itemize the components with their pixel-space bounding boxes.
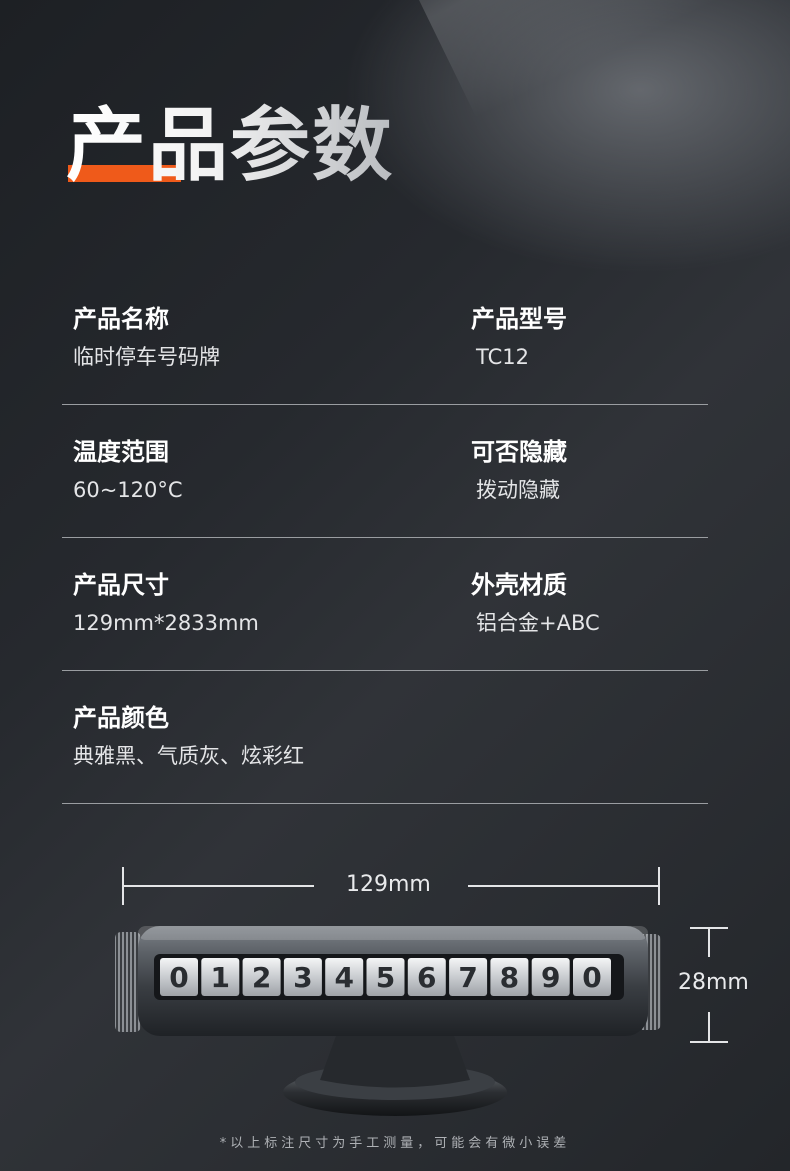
digit-label: 6 [417,961,436,994]
spec-value: TC12 [476,345,529,369]
spec-label: 产品尺寸 [73,571,169,599]
spec-row: 产品名称 临时停车号码牌 产品型号 TC12 [62,272,708,405]
digit-tile [283,958,322,996]
width-dimension-line-right [468,885,660,887]
height-dimension-line-top [708,927,710,957]
spec-cell-hideable: 可否隐藏 拨动隐藏 [471,437,567,504]
digit-tile [573,958,611,996]
left-knurled-cap [115,932,141,1032]
digit-tile [531,958,570,996]
plate-highlight [138,926,648,940]
digit-label: 5 [376,961,395,994]
spec-label: 外壳材质 [471,571,567,599]
spec-row: 产品尺寸 129mm*2833mm 外壳材质 铝合金+ABC [62,538,708,671]
spec-row: 产品颜色 典雅黑、气质灰、炫彩红 [62,671,708,804]
spec-label: 产品名称 [73,305,169,333]
height-dimension-label: 28mm [678,970,749,995]
title-accent-bar [68,165,181,182]
spec-cell-product-name: 产品名称 临时停车号码牌 [73,304,220,371]
spec-label: 产品型号 [471,305,567,333]
digit-tile [160,958,198,996]
spec-value: 临时停车号码牌 [73,345,220,369]
digit-label: 4 [334,961,353,994]
spec-cell-colors: 产品颜色 典雅黑、气质灰、炫彩红 [73,703,304,770]
digit-label: 2 [252,961,271,994]
height-dimension-tick-bottom [690,1041,728,1043]
spec-label: 温度范围 [73,438,169,466]
spec-cell-material: 外壳材质 铝合金+ABC [471,570,600,637]
spec-cell-size: 产品尺寸 129mm*2833mm [73,570,259,637]
digit-label: 1 [211,961,230,994]
width-dimension-line-left [122,885,314,887]
page-title-block: 产品参数 [66,98,392,193]
digit-label: 9 [541,961,560,994]
digit-tile [449,958,488,996]
page-title: 产品参数 [66,99,394,192]
width-dimension-tick-right [658,867,660,905]
spec-value: 典雅黑、气质灰、炫彩红 [73,744,304,768]
digit-tile [242,958,281,996]
spec-value: 129mm*2833mm [73,611,259,635]
digit-tile [325,958,364,996]
measurement-footnote: *以上标注尺寸为手工测量，可能会有微小误差 [219,1136,571,1151]
digit-label: 0 [582,961,601,994]
digit-label: 0 [169,961,188,994]
digit-tile [490,958,529,996]
spec-label: 产品颜色 [73,704,169,732]
spec-value: 拨动隐藏 [476,478,560,502]
digit-label: 8 [500,961,519,994]
spec-cell-model: 产品型号 TC12 [471,304,567,371]
height-dimension-line-bottom [708,1012,710,1042]
digit-tile [201,958,240,996]
spec-value: 铝合金+ABC [476,611,600,635]
spec-table: 产品名称 临时停车号码牌 产品型号 TC12 温度范围 60~120°C 可否隐… [62,272,708,804]
digit-label: 3 [293,961,312,994]
stand-neck [320,1025,470,1088]
spec-value: 60~120°C [73,478,183,502]
width-dimension-label: 129mm [346,872,431,897]
background-light-beam [380,0,790,118]
digit-tile [366,958,405,996]
spec-cell-temperature: 温度范围 60~120°C [73,437,183,504]
spec-label: 可否隐藏 [471,438,567,466]
digit-tile [407,958,446,996]
spec-row: 温度范围 60~120°C 可否隐藏 拨动隐藏 [62,405,708,538]
digit-label: 7 [458,961,477,994]
